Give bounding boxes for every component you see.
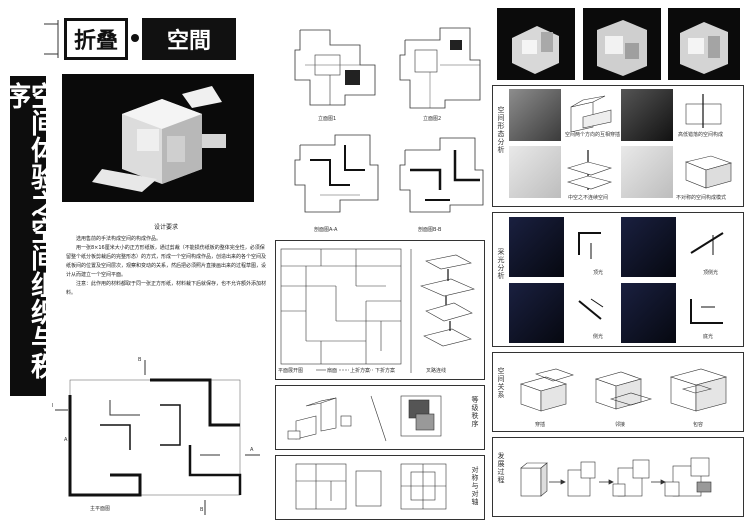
- spatial-relation-box: 空间关系 穿插 邻接 包容: [492, 352, 744, 432]
- analysis-sketch-3: [566, 150, 613, 190]
- legend-2: 上折方案: [350, 368, 371, 374]
- marker-b-top: B: [138, 357, 142, 363]
- main-plan-drawing: [55, 360, 260, 515]
- title-dot-icon: [131, 34, 139, 42]
- analysis-photo-4: [621, 146, 673, 198]
- cap-a1: 空间两个方向的互相穿插: [565, 132, 621, 138]
- model-photo-3: [668, 8, 740, 80]
- light-sketch-3: [578, 298, 604, 320]
- symmetry-label: 对称与对轴: [471, 466, 479, 506]
- cap-top2: 顶侧光: [703, 270, 719, 276]
- evolution-box: 发展过程: [492, 437, 744, 517]
- cap-a3: 中空之不连续空间: [568, 195, 609, 201]
- model-photo: [62, 74, 254, 202]
- light-sketch-2: [690, 232, 724, 255]
- spatial-analysis-box: 空间形态分析 空间两个方向的互相穿插 高低错落的空间构成 中空之不连续空间 不对…: [492, 85, 744, 207]
- analysis-photo-3: [509, 146, 561, 198]
- sectB-label: 剖面图B-B: [418, 227, 442, 233]
- light-photo-4: [621, 283, 676, 343]
- light-analysis-label: 采光分析: [497, 248, 505, 280]
- title-part1: 折叠: [73, 28, 118, 54]
- main-plan-label: 主平面图: [90, 506, 111, 512]
- plan-expand-label: 平面展开图: [278, 368, 304, 374]
- cap-a2: 高低错落的空间构成: [678, 132, 724, 138]
- light-photo-3: [509, 283, 564, 343]
- analysis-sketch-4: [685, 155, 732, 189]
- model-photo-1: [497, 8, 575, 80]
- design-brief: 设计要求 选用售前的手法构成空间的构成作品。 用一张8×16厘米大小的正方形纸板…: [66, 222, 266, 298]
- analysis-photo-1: [509, 89, 561, 141]
- symmetry-drawing: [295, 463, 447, 510]
- title-part2-box: 空間: [142, 18, 236, 60]
- marker-i-left: I: [52, 403, 54, 409]
- analysis-sketch-1: [570, 95, 612, 133]
- light-sketch-4: [690, 299, 723, 324]
- spatial-analysis-label: 空间形态分析: [497, 106, 505, 154]
- design-brief-para1: 选用售前的手法构成空间的构成作品。: [76, 236, 162, 242]
- elev1-label: 立面图1: [318, 116, 337, 122]
- cap-a4: 不对称的空间构成模式: [676, 195, 727, 201]
- light-photo-2: [621, 217, 676, 277]
- elevation-1: [290, 20, 380, 110]
- design-brief-heading: 设计要求: [153, 224, 178, 231]
- marker-a-left: A: [64, 437, 68, 443]
- vertical-title-bar: 空间体验之空间组织与秩序: [0, 76, 57, 396]
- cap-bottom: 底光: [703, 334, 714, 340]
- light-analysis-box: 采光分析 顶光 顶侧光 侧光 底光: [492, 212, 744, 347]
- design-brief-para3: 注意：此作用的材料都取于同一张正方形纸，材料裁下后就保存，也不允许额外添加材料。: [66, 281, 267, 296]
- marker-b-bottom: B: [200, 507, 204, 513]
- rel-1: 穿插: [535, 422, 546, 428]
- rel-3: 包容: [693, 422, 704, 428]
- cap-top: 顶光: [593, 270, 604, 276]
- analysis-sketch-2: [685, 94, 722, 128]
- light-photo-1: [509, 217, 564, 277]
- design-brief-para2: 用一张8×16厘米大小的正方形纸板，通过剪裁（不能损伤纸板的整体完全性，必须保留…: [66, 245, 267, 278]
- evolution-label: 发展过程: [497, 452, 505, 484]
- sequence-label: 等级秩序: [471, 396, 479, 428]
- rel-2: 邻接: [615, 422, 626, 428]
- title-part2: 空間: [166, 28, 211, 54]
- section-a: [290, 130, 380, 215]
- plan-expand-box: 平面展开图 扇面 上折方案 下折方案 叉路连线: [275, 240, 485, 380]
- light-sketch-1: [578, 232, 601, 259]
- legend-3: 下折方案: [375, 368, 396, 374]
- evolution-drawing: [520, 457, 712, 497]
- analysis-photo-2: [621, 89, 673, 141]
- spatial-relation-label: 空间关系: [497, 367, 505, 399]
- vertical-title-text: 空间体验之空间组织与秩序: [0, 82, 57, 379]
- marker-a-right: A: [250, 447, 254, 453]
- model-photo-2: [583, 8, 661, 80]
- cap-side: 侧光: [593, 334, 604, 340]
- model-photo-cubes: [92, 86, 226, 192]
- section-b: [395, 130, 485, 215]
- legend-1: 扇面: [327, 368, 338, 374]
- elev2-label: 立面图2: [423, 116, 442, 122]
- title-part1-box: 折叠: [64, 18, 128, 60]
- plan-expand-drawing: [280, 248, 475, 373]
- relation-line-label: 叉路连线: [426, 368, 447, 374]
- sequence-drawing: [287, 395, 442, 442]
- sectA-label: 剖面图A-A: [314, 227, 338, 233]
- sequence-box: 等级秩序: [275, 385, 485, 450]
- relation-drawing: [520, 368, 728, 412]
- main-plan-box: B I A A B 主平面图: [50, 355, 265, 520]
- elevation-2: [395, 20, 485, 110]
- symmetry-box: 对称与对轴: [275, 455, 485, 520]
- header-ticks: [44, 20, 59, 58]
- header-title-bar: 折叠 空間: [64, 18, 236, 60]
